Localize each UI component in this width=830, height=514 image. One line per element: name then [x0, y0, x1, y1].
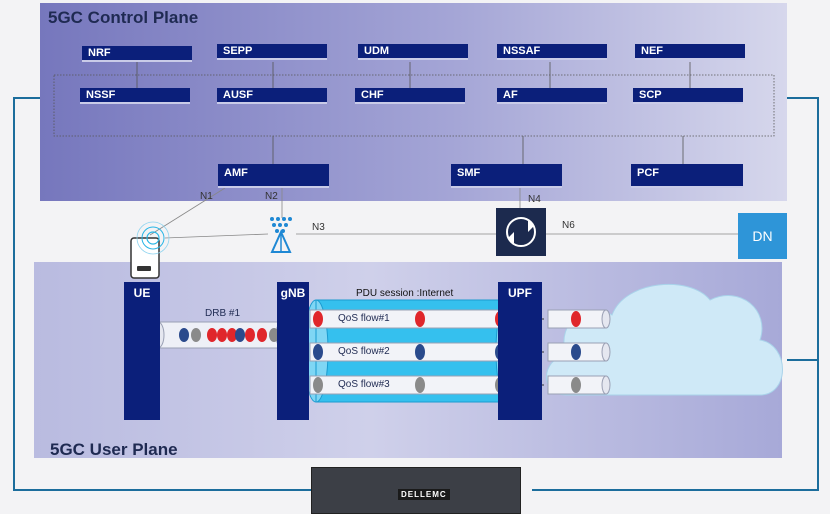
- nf-nrf: NRF: [82, 46, 192, 62]
- frame-line-bottom-right: [532, 360, 819, 491]
- router-icon: [496, 208, 546, 256]
- interface-label-n6: N6: [562, 220, 575, 231]
- nf-sepp: SEPP: [217, 44, 327, 60]
- nf-smf: SMF: [451, 164, 562, 188]
- gnb-column: gNB: [277, 282, 309, 420]
- frame-line-left: [13, 97, 311, 491]
- qos-flow-2-label: QoS flow#2: [338, 346, 390, 357]
- dn-box: DN: [738, 213, 787, 259]
- user-plane-title: 5GC User Plane: [50, 440, 178, 459]
- control-plane-title: 5GC Control Plane: [48, 8, 199, 27]
- ue-column: UE: [124, 282, 160, 420]
- interface-label-n1: N1: [200, 191, 213, 202]
- frame-line-right: [787, 97, 819, 361]
- qos-flow-3-label: QoS flow#3: [338, 379, 390, 390]
- sbi-bus: [53, 74, 775, 137]
- interface-label-n2: N2: [265, 191, 278, 202]
- drb-label: DRB #1: [205, 308, 241, 319]
- upf-column: UPF: [498, 282, 542, 420]
- server-logo: DELLEMC: [398, 489, 450, 500]
- nf-pcf: PCF: [631, 164, 743, 188]
- antenna-tower-icon: [270, 217, 292, 253]
- dn-pipes: [547, 309, 611, 395]
- nf-nssf: NSSF: [80, 88, 190, 104]
- drb-pipe: [151, 321, 289, 349]
- nf-scp: SCP: [633, 88, 743, 104]
- sbi-links: [136, 62, 691, 164]
- interface-links: [149, 187, 738, 239]
- pdu-session-label: PDU session :Internet: [356, 288, 454, 299]
- qos-flow-1-label: QoS flow#1: [338, 313, 390, 324]
- nf-amf: AMF: [218, 164, 329, 188]
- nf-af: AF: [497, 88, 607, 104]
- phone-icon: [130, 221, 170, 279]
- interface-label-n4: N4: [528, 194, 541, 205]
- nf-ausf: AUSF: [217, 88, 327, 104]
- nf-nssaf: NSSAF: [497, 44, 607, 60]
- nf-udm: UDM: [358, 44, 468, 60]
- interface-label-n3: N3: [312, 222, 325, 233]
- nf-chf: CHF: [355, 88, 465, 104]
- nf-nef: NEF: [635, 44, 745, 60]
